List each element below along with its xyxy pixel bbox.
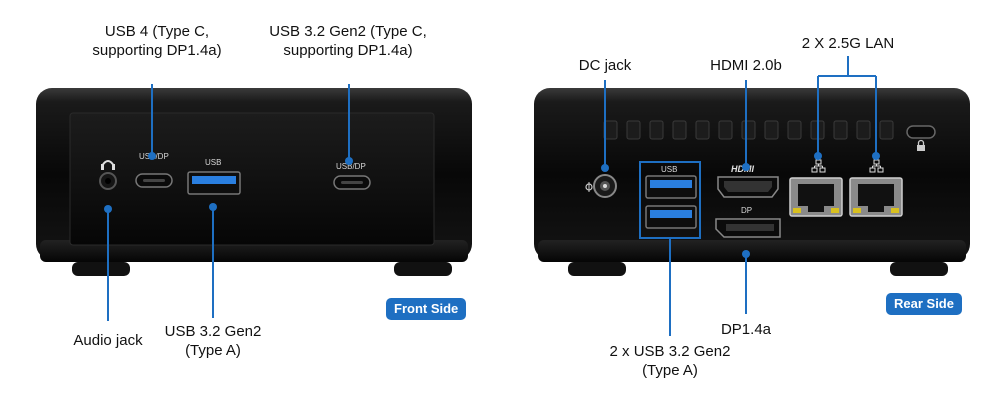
front-side-badge: Front Side: [386, 298, 467, 320]
usb-mark-rear: USB: [661, 165, 677, 174]
rear-usb-label-line2: (Type A): [642, 362, 698, 379]
usb4-label-line2: supporting DP1.4a): [92, 42, 222, 59]
lan-port-2: [849, 177, 903, 217]
network-icon: [811, 159, 826, 173]
rear-usb-label-line1: 2 x USB 3.2 Gen2: [609, 343, 731, 360]
front-device: [36, 88, 472, 276]
rear-right-foot: [890, 262, 948, 276]
usb32-typea-label-line2: (Type A): [185, 342, 241, 359]
usbdp-right-mark: USB/DP: [336, 162, 366, 171]
usb32-typea-label-line1: USB 3.2 Gen2: [164, 323, 262, 340]
usb32-typec-label-line1: USB 3.2 Gen2 (Type C,: [269, 23, 427, 40]
dc-power-icon: [585, 182, 593, 192]
rear-side-badge: Rear Side: [886, 293, 962, 315]
usb4-label: USB 4 (Type C, supporting DP1.4a): [72, 22, 242, 60]
usb32-typea-label: USB 3.2 Gen2 (Type A): [153, 322, 273, 360]
front-right-foot: [394, 262, 452, 276]
kensington-lock-slot: [906, 125, 936, 139]
usb32-typec-label: USB 3.2 Gen2 (Type C, supporting DP1.4a): [258, 22, 438, 60]
front-headphone-icon: [101, 160, 115, 170]
hdmi-label: HDMI 2.0b: [710, 57, 782, 74]
lan-label: 2 X 2.5G LAN: [801, 35, 895, 52]
dp-mark: DP: [741, 206, 752, 215]
rear-usb-label: 2 x USB 3.2 Gen2 (Type A): [600, 342, 740, 380]
dp-label: DP1.4a: [720, 321, 772, 338]
front-left-foot: [72, 262, 130, 276]
network-icon: [869, 159, 884, 173]
rear-left-foot: [568, 262, 626, 276]
lan-port-1: [789, 177, 843, 217]
dc-jack-label: DC jack: [578, 57, 632, 74]
audio-jack-label: Audio jack: [73, 332, 143, 349]
lock-icon: [917, 139, 925, 151]
front-callouts: [104, 84, 353, 321]
rear-callouts: [601, 56, 880, 336]
usb4-label-line1: USB 4 (Type C,: [104, 23, 210, 40]
usb32-typec-label-line2: supporting DP1.4a): [283, 42, 413, 59]
usb-mark-front: USB: [205, 158, 221, 167]
